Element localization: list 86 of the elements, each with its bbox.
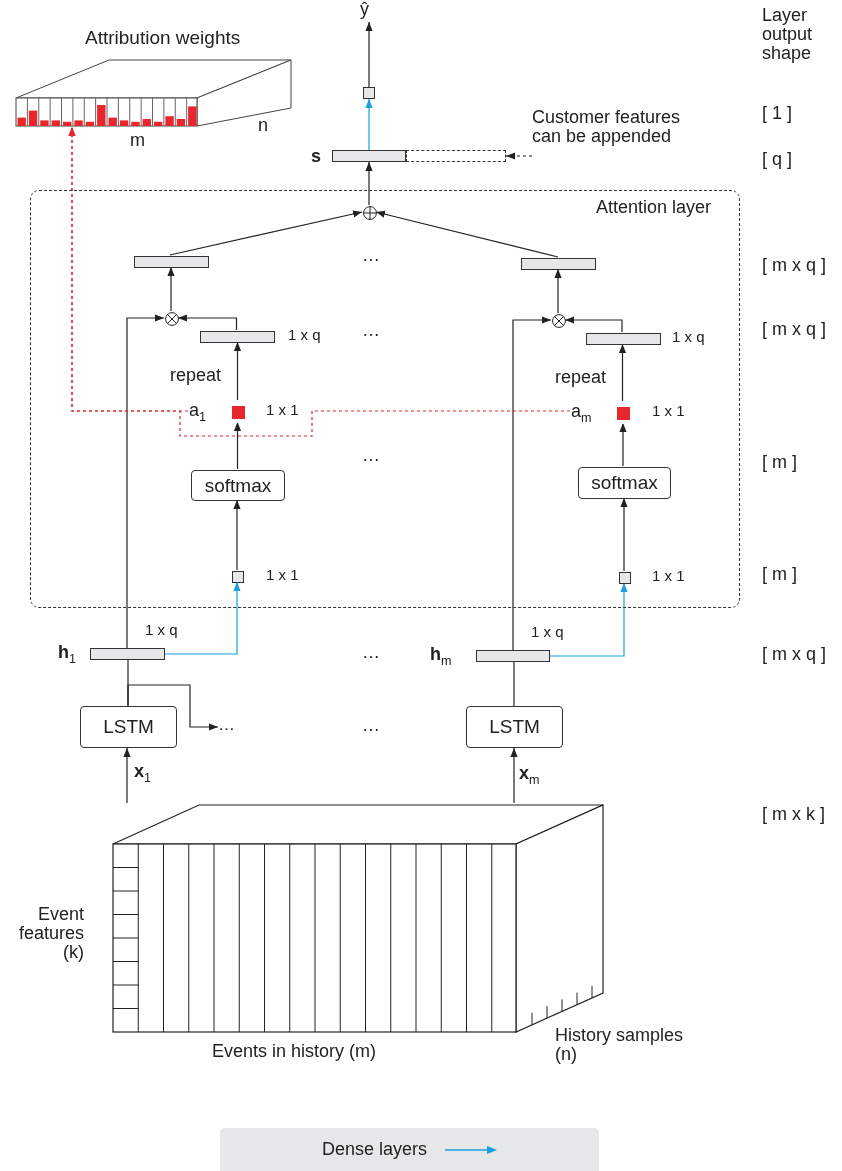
ellipsis: …	[362, 643, 380, 662]
arrow	[365, 98, 373, 151]
shape-label: [ q ]	[762, 150, 792, 169]
arrow	[169, 210, 363, 256]
arrow	[233, 499, 241, 571]
vector-bar	[521, 258, 596, 270]
node-caption: Events in history (m)	[212, 1042, 377, 1061]
node-caption: Attribution weights	[85, 28, 241, 48]
shape-label: [ m x q ]	[762, 320, 826, 339]
times-circle	[165, 312, 179, 326]
ellipsis: …	[362, 321, 380, 340]
node-caption: m	[130, 131, 145, 150]
node-caption: 1 x q	[145, 622, 178, 638]
arrow	[123, 747, 131, 804]
vector-bar	[134, 256, 209, 268]
process-box: softmax	[191, 470, 285, 501]
ellipsis: …	[362, 716, 380, 735]
ellipsis: …	[362, 246, 380, 265]
arrow	[512, 316, 552, 651]
legend-label: Dense layers	[321, 1139, 427, 1160]
edge-label: x$_{m}$	[519, 764, 540, 788]
process-box: softmax	[578, 467, 671, 499]
ellipsis: …	[218, 716, 242, 738]
arrow	[365, 21, 373, 88]
vector-bar	[476, 650, 550, 662]
arrow	[554, 268, 562, 314]
edge-label: repeat	[170, 366, 222, 386]
edge-label: x$_{1}$	[134, 762, 152, 786]
arrow	[619, 422, 627, 467]
node-caption: h$_{m}$	[430, 645, 452, 668]
process-box: LSTM	[466, 706, 563, 748]
node-caption: 1 x 1	[652, 403, 685, 419]
plus-circle	[363, 206, 377, 220]
shape-label: [ m ]	[762, 565, 797, 584]
shape-label: [ m x q ]	[762, 256, 826, 275]
arrow	[365, 161, 373, 206]
node-caption: 1 x 1	[266, 567, 299, 583]
arrow	[618, 343, 627, 402]
node-text: ŷ	[360, 0, 378, 22]
arrow	[164, 581, 241, 655]
appended-vector-bar	[406, 150, 506, 162]
vector-bar	[332, 150, 406, 162]
ellipsis: …	[362, 446, 380, 465]
node-caption: History samples (n)	[555, 1026, 685, 1064]
node-caption: 1 x 1	[266, 402, 299, 418]
weight-label: a$_{1}$	[189, 400, 207, 424]
arrow	[564, 316, 623, 333]
arrow	[549, 582, 628, 657]
attention-layer-frame	[30, 190, 740, 608]
node-text: Customer features can be appended	[532, 108, 702, 160]
edge-label: repeat	[555, 368, 607, 388]
weight-label: a$_{m}$	[571, 401, 592, 425]
arrow	[167, 266, 175, 312]
vector-bar	[200, 331, 275, 343]
node-caption: 1 x q	[531, 624, 564, 640]
node-caption: 1 x 1	[652, 568, 685, 584]
arrow	[233, 421, 242, 470]
arrow	[510, 747, 518, 804]
arrow	[620, 497, 628, 572]
node-caption: s	[311, 147, 321, 166]
process-box: LSTM	[80, 706, 177, 748]
times-circle	[552, 314, 566, 328]
connector-line	[513, 661, 515, 707]
node-caption: n	[258, 116, 268, 135]
scalar-square	[619, 572, 631, 584]
shape-label: Layer output shape	[762, 6, 814, 63]
arrow	[177, 314, 238, 331]
arrow	[233, 341, 242, 401]
node-caption: Event features (k)	[17, 905, 84, 962]
node-caption: 1 x q	[288, 327, 321, 343]
shape-label: [ m x q ]	[762, 645, 826, 664]
arrow	[127, 684, 219, 731]
vector-bar	[90, 648, 165, 660]
shape-label: [ 1 ]	[762, 104, 792, 123]
arrow	[68, 126, 571, 437]
node-caption: 1 x q	[672, 329, 705, 345]
group-heading: Attention layer	[595, 197, 711, 218]
arrow	[126, 314, 165, 649]
scalar-square	[232, 571, 244, 583]
vector-bar	[586, 333, 661, 345]
shape-label: [ m ]	[762, 453, 797, 472]
node-caption: h$_{1}$	[58, 643, 76, 666]
arrow	[505, 152, 533, 160]
scalar-square	[363, 87, 375, 99]
shape-label: [ m x k ]	[762, 805, 825, 824]
arrow	[375, 210, 559, 258]
